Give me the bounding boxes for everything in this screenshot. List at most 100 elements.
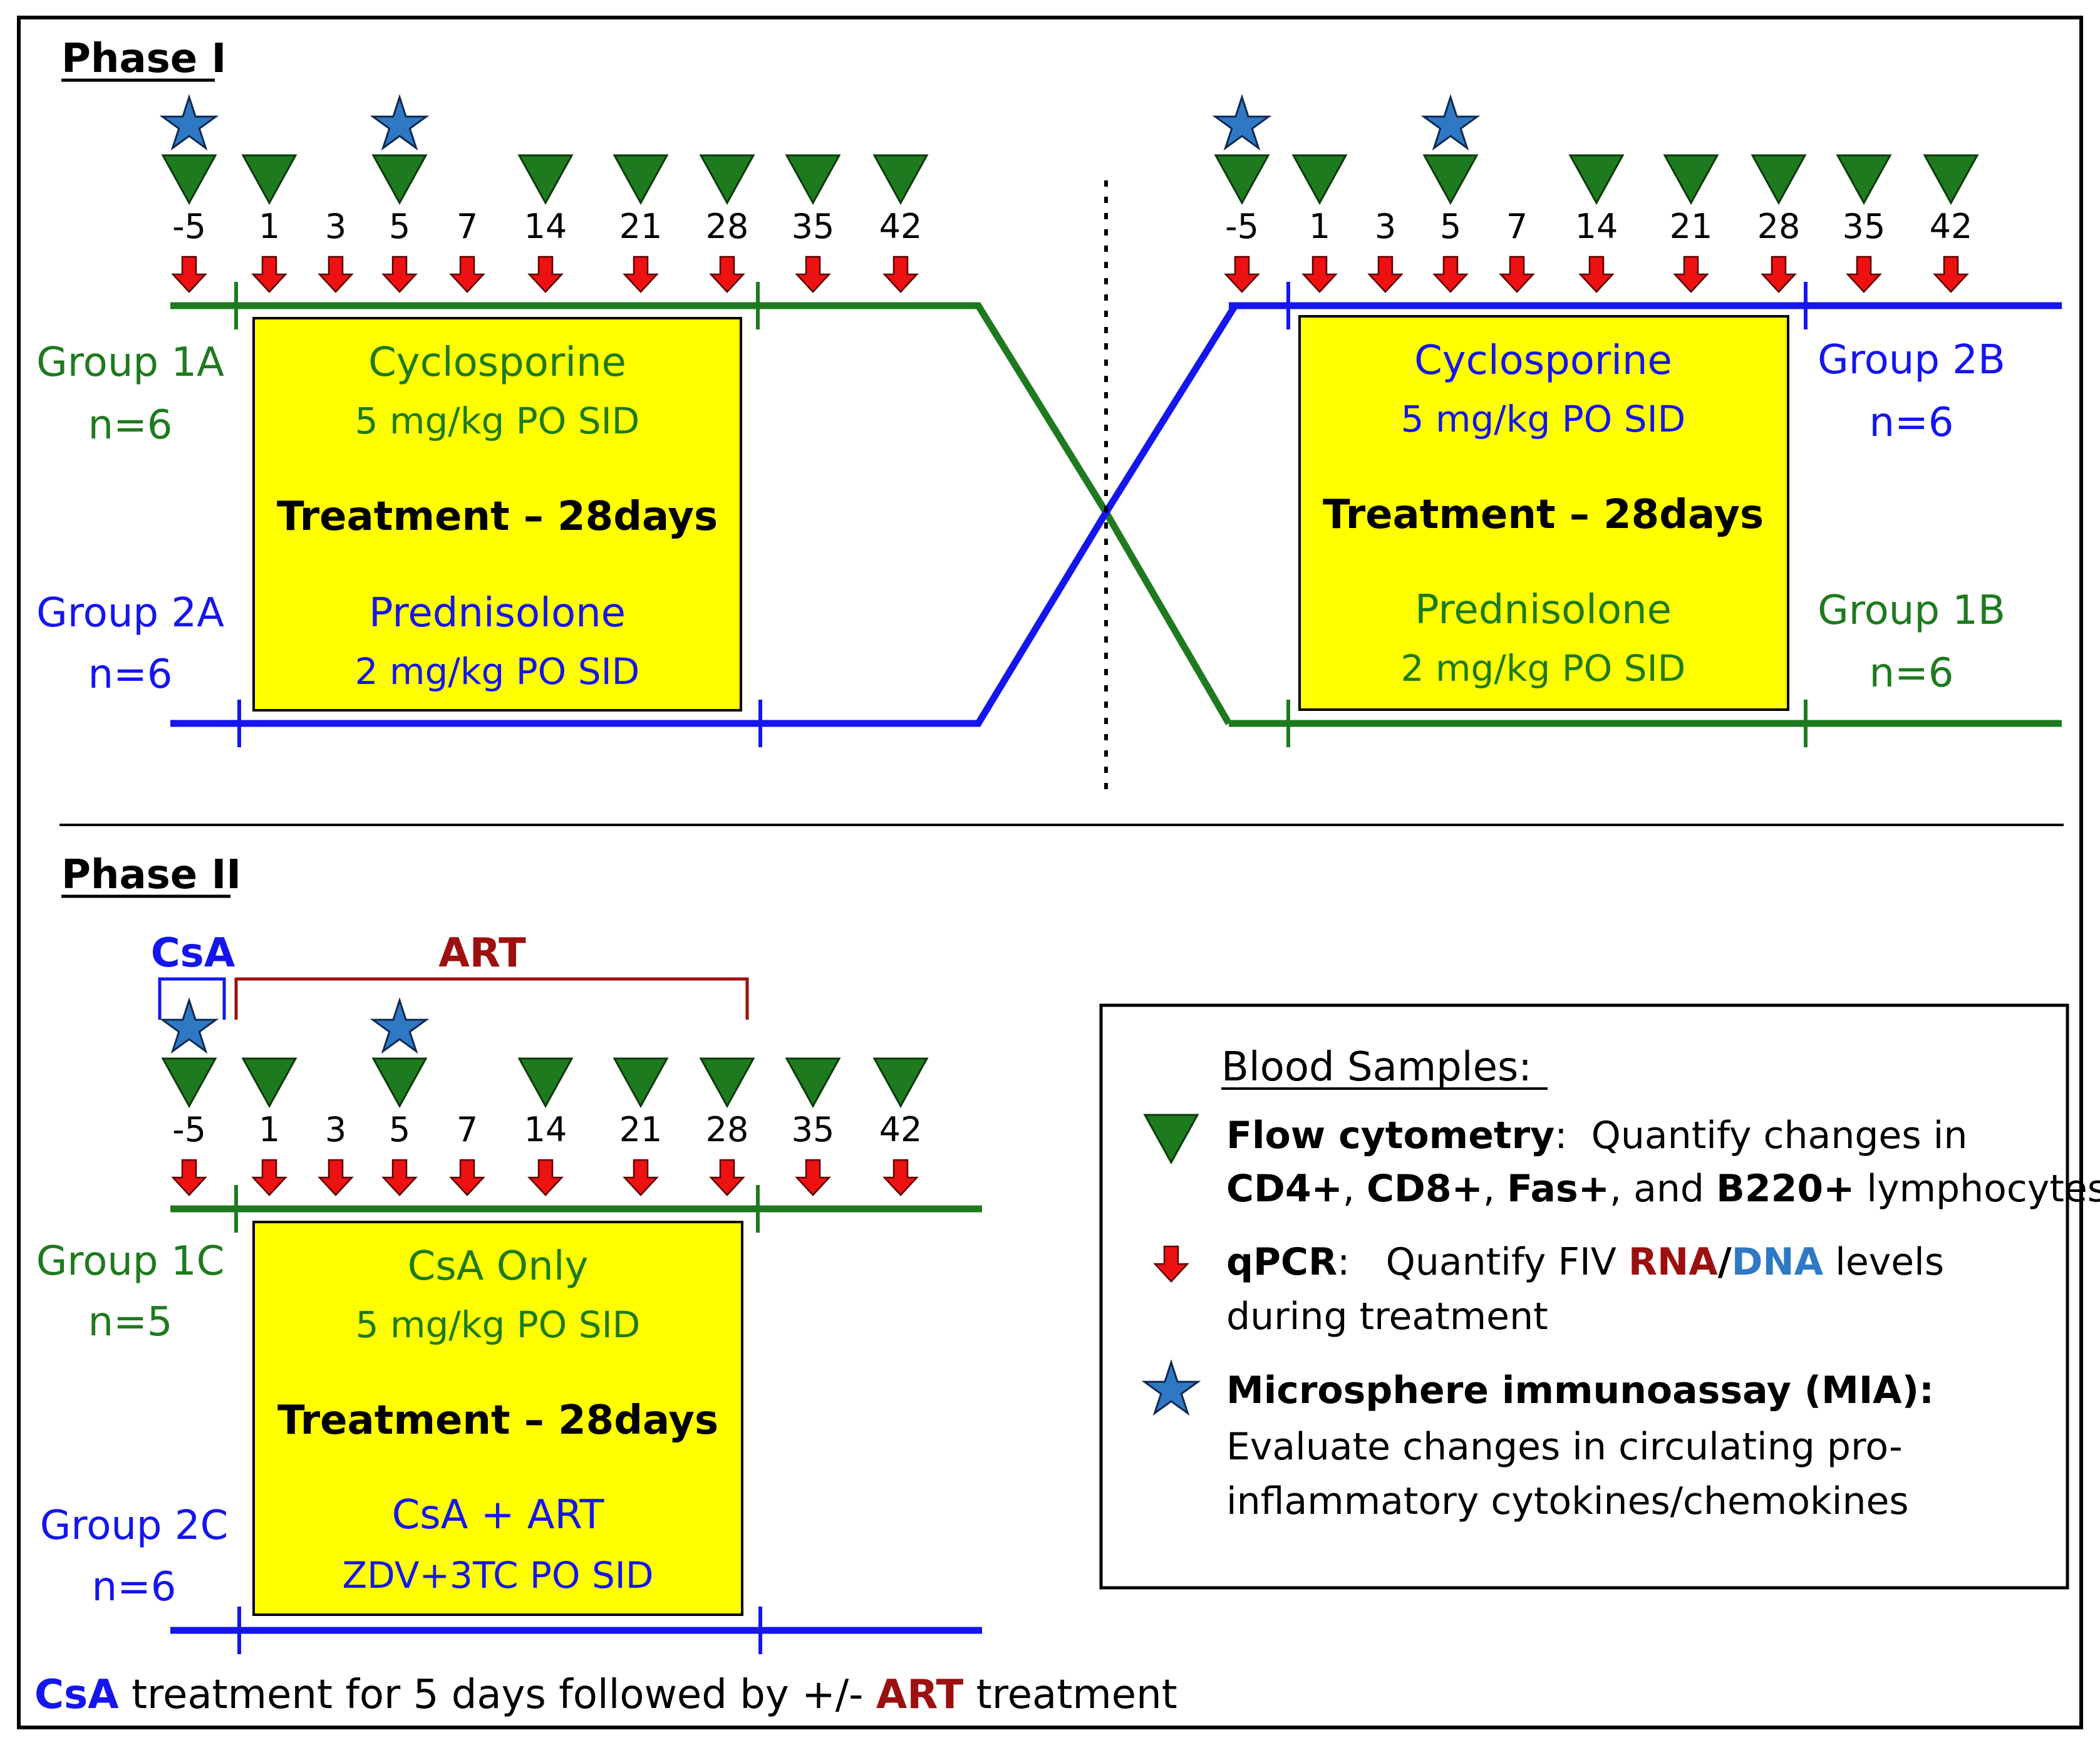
group-label: Group 1C: [36, 1238, 225, 1285]
drug-label: Prednisolone: [369, 590, 626, 636]
legend-mia-line2: Evaluate changes in circulating pro-: [1226, 1425, 1903, 1469]
day-label: 7: [457, 207, 478, 246]
day-label: 28: [706, 1110, 749, 1149]
group-label: Group 1B: [1818, 588, 2005, 634]
day-label: 28: [706, 207, 749, 246]
qpcr-rest: : Quantify FIV: [1337, 1240, 1628, 1284]
legend: Blood Samples: Flow cytometry: Quantify …: [1099, 1003, 2100, 1590]
dose-label: 5 mg/kg PO SID: [1401, 398, 1686, 440]
day-label: 14: [524, 207, 567, 246]
group-label: Group 1A: [36, 339, 224, 386]
qpcr-dna: DNA: [1732, 1240, 1824, 1284]
legend-flow-line2: CD4+, CD8+, Fas+, and B220+ lymphocytes: [1226, 1167, 2100, 1211]
day-label: 5: [1440, 207, 1461, 246]
day-label: 7: [457, 1110, 478, 1149]
qpcr-bold: qPCR: [1226, 1240, 1337, 1284]
group-label: Group 2A: [36, 590, 224, 636]
art-bracket: [234, 977, 749, 1020]
dose-label: 2 mg/kg PO SID: [1401, 647, 1686, 690]
legend-flow-line1: Flow cytometry: Quantify changes in: [1226, 1114, 1967, 1157]
day-label: 1: [259, 207, 280, 246]
day-label: 35: [792, 207, 835, 246]
day-label: 35: [1843, 207, 1886, 246]
day-label: 1: [259, 1110, 280, 1149]
flow-cd8: CD8+: [1367, 1167, 1483, 1211]
legend-qpcr-line1: qPCR: Quantify FIV RNA/DNA levels: [1226, 1240, 1944, 1284]
flow-sep: ,: [1343, 1167, 1367, 1211]
day-label: 14: [524, 1110, 567, 1149]
dose-label: ZDV+3TC PO SID: [342, 1554, 653, 1597]
day-label: 14: [1575, 207, 1618, 246]
legend-title: Blood Samples:: [1221, 1044, 1532, 1090]
day-label: 3: [325, 1110, 346, 1149]
flow-bold: Flow cytometry: [1226, 1114, 1554, 1157]
drug-label: CsA + ART: [392, 1492, 605, 1538]
flow-fas: Fas+: [1507, 1167, 1610, 1211]
group-n: n=5: [88, 1299, 173, 1345]
group-label: Group 2C: [40, 1503, 229, 1549]
day-label: -5: [172, 1110, 206, 1149]
treatment-label: Treatment – 28days: [1323, 492, 1764, 538]
drug-label: CsA Only: [408, 1243, 589, 1290]
day-label: 1: [1309, 207, 1330, 246]
day-label: -5: [172, 207, 206, 246]
group1-timeline: [170, 302, 1232, 725]
phase1-left-treatment-box: [252, 317, 742, 712]
flow-end: lymphocytes: [1854, 1167, 2100, 1211]
dose-label: 5 mg/kg PO SID: [355, 400, 640, 442]
day-label: 5: [389, 207, 410, 246]
legend-box: [1099, 1003, 2069, 1590]
drug-label: Prednisolone: [1415, 587, 1672, 633]
caption-csa: CsA: [34, 1672, 119, 1718]
group2-timeline: [170, 304, 1238, 727]
drug-label: Cyclosporine: [1414, 338, 1672, 384]
day-label: 21: [619, 207, 663, 246]
legend-mia-line1: Microsphere immunoassay (MIA):: [1226, 1369, 1934, 1412]
day-label: 7: [1506, 207, 1528, 246]
flow-and: , and: [1610, 1167, 1716, 1211]
legend-qpcr-line2: during treatment: [1226, 1295, 1548, 1339]
group-n: n=6: [88, 402, 173, 448]
csa-bracket-label: CsA: [151, 930, 235, 976]
phase1-title: Phase I: [61, 36, 226, 82]
phase2-treatment-box: [252, 1221, 743, 1616]
group-n: n=6: [92, 1564, 177, 1610]
phase2-caption: CsA treatment for 5 days followed by +/-…: [34, 1672, 1177, 1718]
day-label: 28: [1757, 207, 1801, 246]
dose-label: 5 mg/kg PO SID: [356, 1303, 641, 1346]
csa-bracket: [158, 977, 226, 1020]
day-label: 21: [619, 1110, 663, 1149]
day-label: 42: [879, 1110, 923, 1149]
group-label: Group 2B: [1818, 337, 2005, 383]
flow-b220: B220+: [1716, 1167, 1854, 1211]
legend-mia-line3: inflammatory cytokines/chemokines: [1226, 1479, 1909, 1523]
day-label: 3: [1375, 207, 1396, 246]
phase2-title: Phase II: [61, 852, 241, 898]
caption-art: ART: [876, 1672, 964, 1718]
flow-rest: : Quantify changes in: [1554, 1114, 1967, 1157]
dose-label: 2 mg/kg PO SID: [355, 650, 640, 693]
flow-sep: ,: [1483, 1167, 1507, 1211]
day-label: 3: [325, 207, 346, 246]
flow-cd4: CD4+: [1226, 1167, 1343, 1211]
day-label: 5: [389, 1110, 410, 1149]
qpcr-slash: /: [1718, 1240, 1732, 1284]
caption-end: treatment: [963, 1672, 1177, 1718]
treatment-label: Treatment – 28days: [277, 1397, 718, 1444]
art-bracket-label: ART: [438, 930, 526, 976]
group-n: n=6: [88, 651, 173, 698]
day-label: 42: [1930, 207, 1973, 246]
treatment-label: Treatment – 28days: [277, 494, 718, 540]
group-n: n=6: [1870, 400, 1954, 446]
qpcr-rna: RNA: [1628, 1240, 1718, 1284]
day-label: 21: [1670, 207, 1713, 246]
qpcr-levels: levels: [1823, 1240, 1944, 1284]
day-label: 42: [879, 207, 923, 246]
day-label: 35: [792, 1110, 835, 1149]
